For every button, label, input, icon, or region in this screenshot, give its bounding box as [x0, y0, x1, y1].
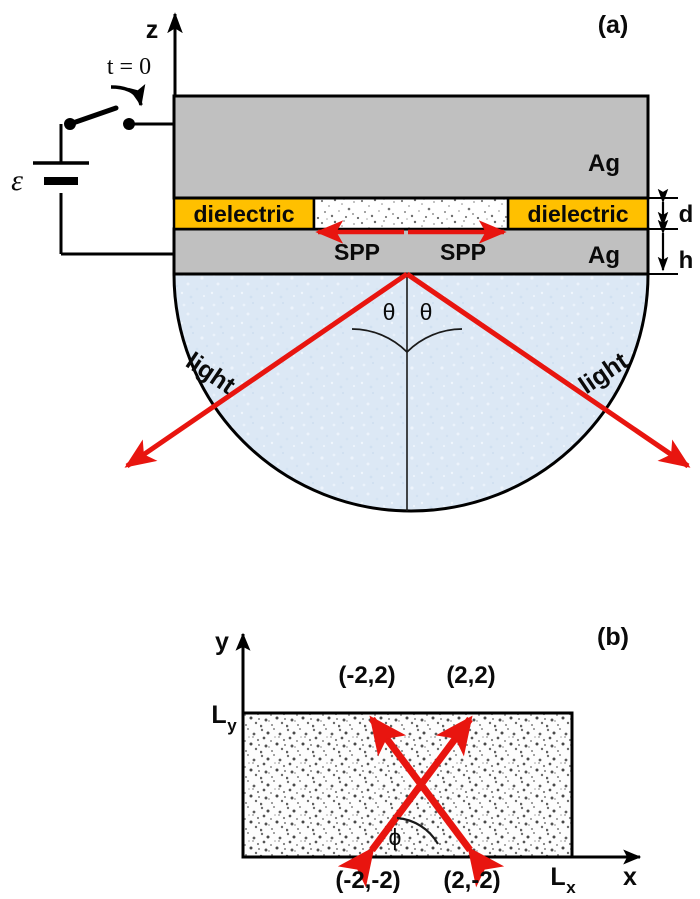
substrate-semicircle	[172, 272, 650, 513]
theta-arc-right	[406, 328, 463, 353]
z-axis-label: z	[146, 16, 159, 44]
mode-label-top-left: (-2,2)	[338, 662, 395, 689]
battery-symbol	[33, 161, 89, 185]
active-gap-region	[312, 196, 510, 231]
theta-arc-left	[351, 328, 408, 353]
mode-area-rect	[241, 711, 574, 859]
switch-close-arrow-icon	[110, 83, 146, 107]
circuit-wiring	[59, 122, 175, 256]
top-metal-label: Ag	[588, 150, 620, 177]
mode-label-bottom-right: (2,-2)	[443, 867, 500, 894]
spp-right-label: SPP	[440, 239, 486, 265]
length-x-label: L	[550, 863, 565, 891]
bottom-metal-label: Ag	[588, 242, 620, 269]
panel-a-label: (a)	[598, 11, 629, 39]
bottom-metal-layer	[172, 227, 650, 276]
top-metal-layer	[172, 94, 650, 200]
phi-arc	[396, 816, 439, 845]
dielectric-right-label: dielectric	[528, 201, 629, 227]
thickness-d-label: d	[679, 201, 694, 228]
mode-arrow-diagonal-up-left	[369, 715, 505, 888]
mode-vector-arrows	[337, 715, 505, 888]
panel-b-label: (b)	[597, 623, 629, 651]
dielectric-left-block	[172, 196, 316, 231]
light-rays	[124, 271, 691, 469]
length-y-subscript: y	[227, 716, 237, 735]
dielectric-left-label: dielectric	[194, 201, 295, 227]
panel-b-x-axis-label: x	[623, 863, 637, 891]
mode-label-bottom-left: (-2,-2)	[335, 867, 400, 894]
theta-left-label: θ	[383, 299, 396, 325]
length-y-label: L	[211, 701, 226, 729]
light-ray-left	[124, 271, 409, 469]
switch-time-label: t = 0	[107, 54, 151, 80]
light-ray-right	[405, 271, 691, 469]
thickness-h-label: h	[679, 247, 694, 274]
phi-label: ϕ	[389, 824, 402, 850]
length-x-subscript: x	[566, 878, 576, 897]
thickness-dimensions	[648, 188, 678, 275]
emf-label: ε	[11, 164, 23, 197]
panel-b-y-axis-label: y	[215, 628, 229, 656]
switch-t0[interactable]	[64, 105, 135, 130]
theta-arcs	[351, 328, 463, 353]
mode-label-top-right: (2,2)	[446, 662, 495, 689]
spp-left-label: SPP	[334, 239, 380, 265]
theta-right-label: θ	[420, 299, 433, 325]
